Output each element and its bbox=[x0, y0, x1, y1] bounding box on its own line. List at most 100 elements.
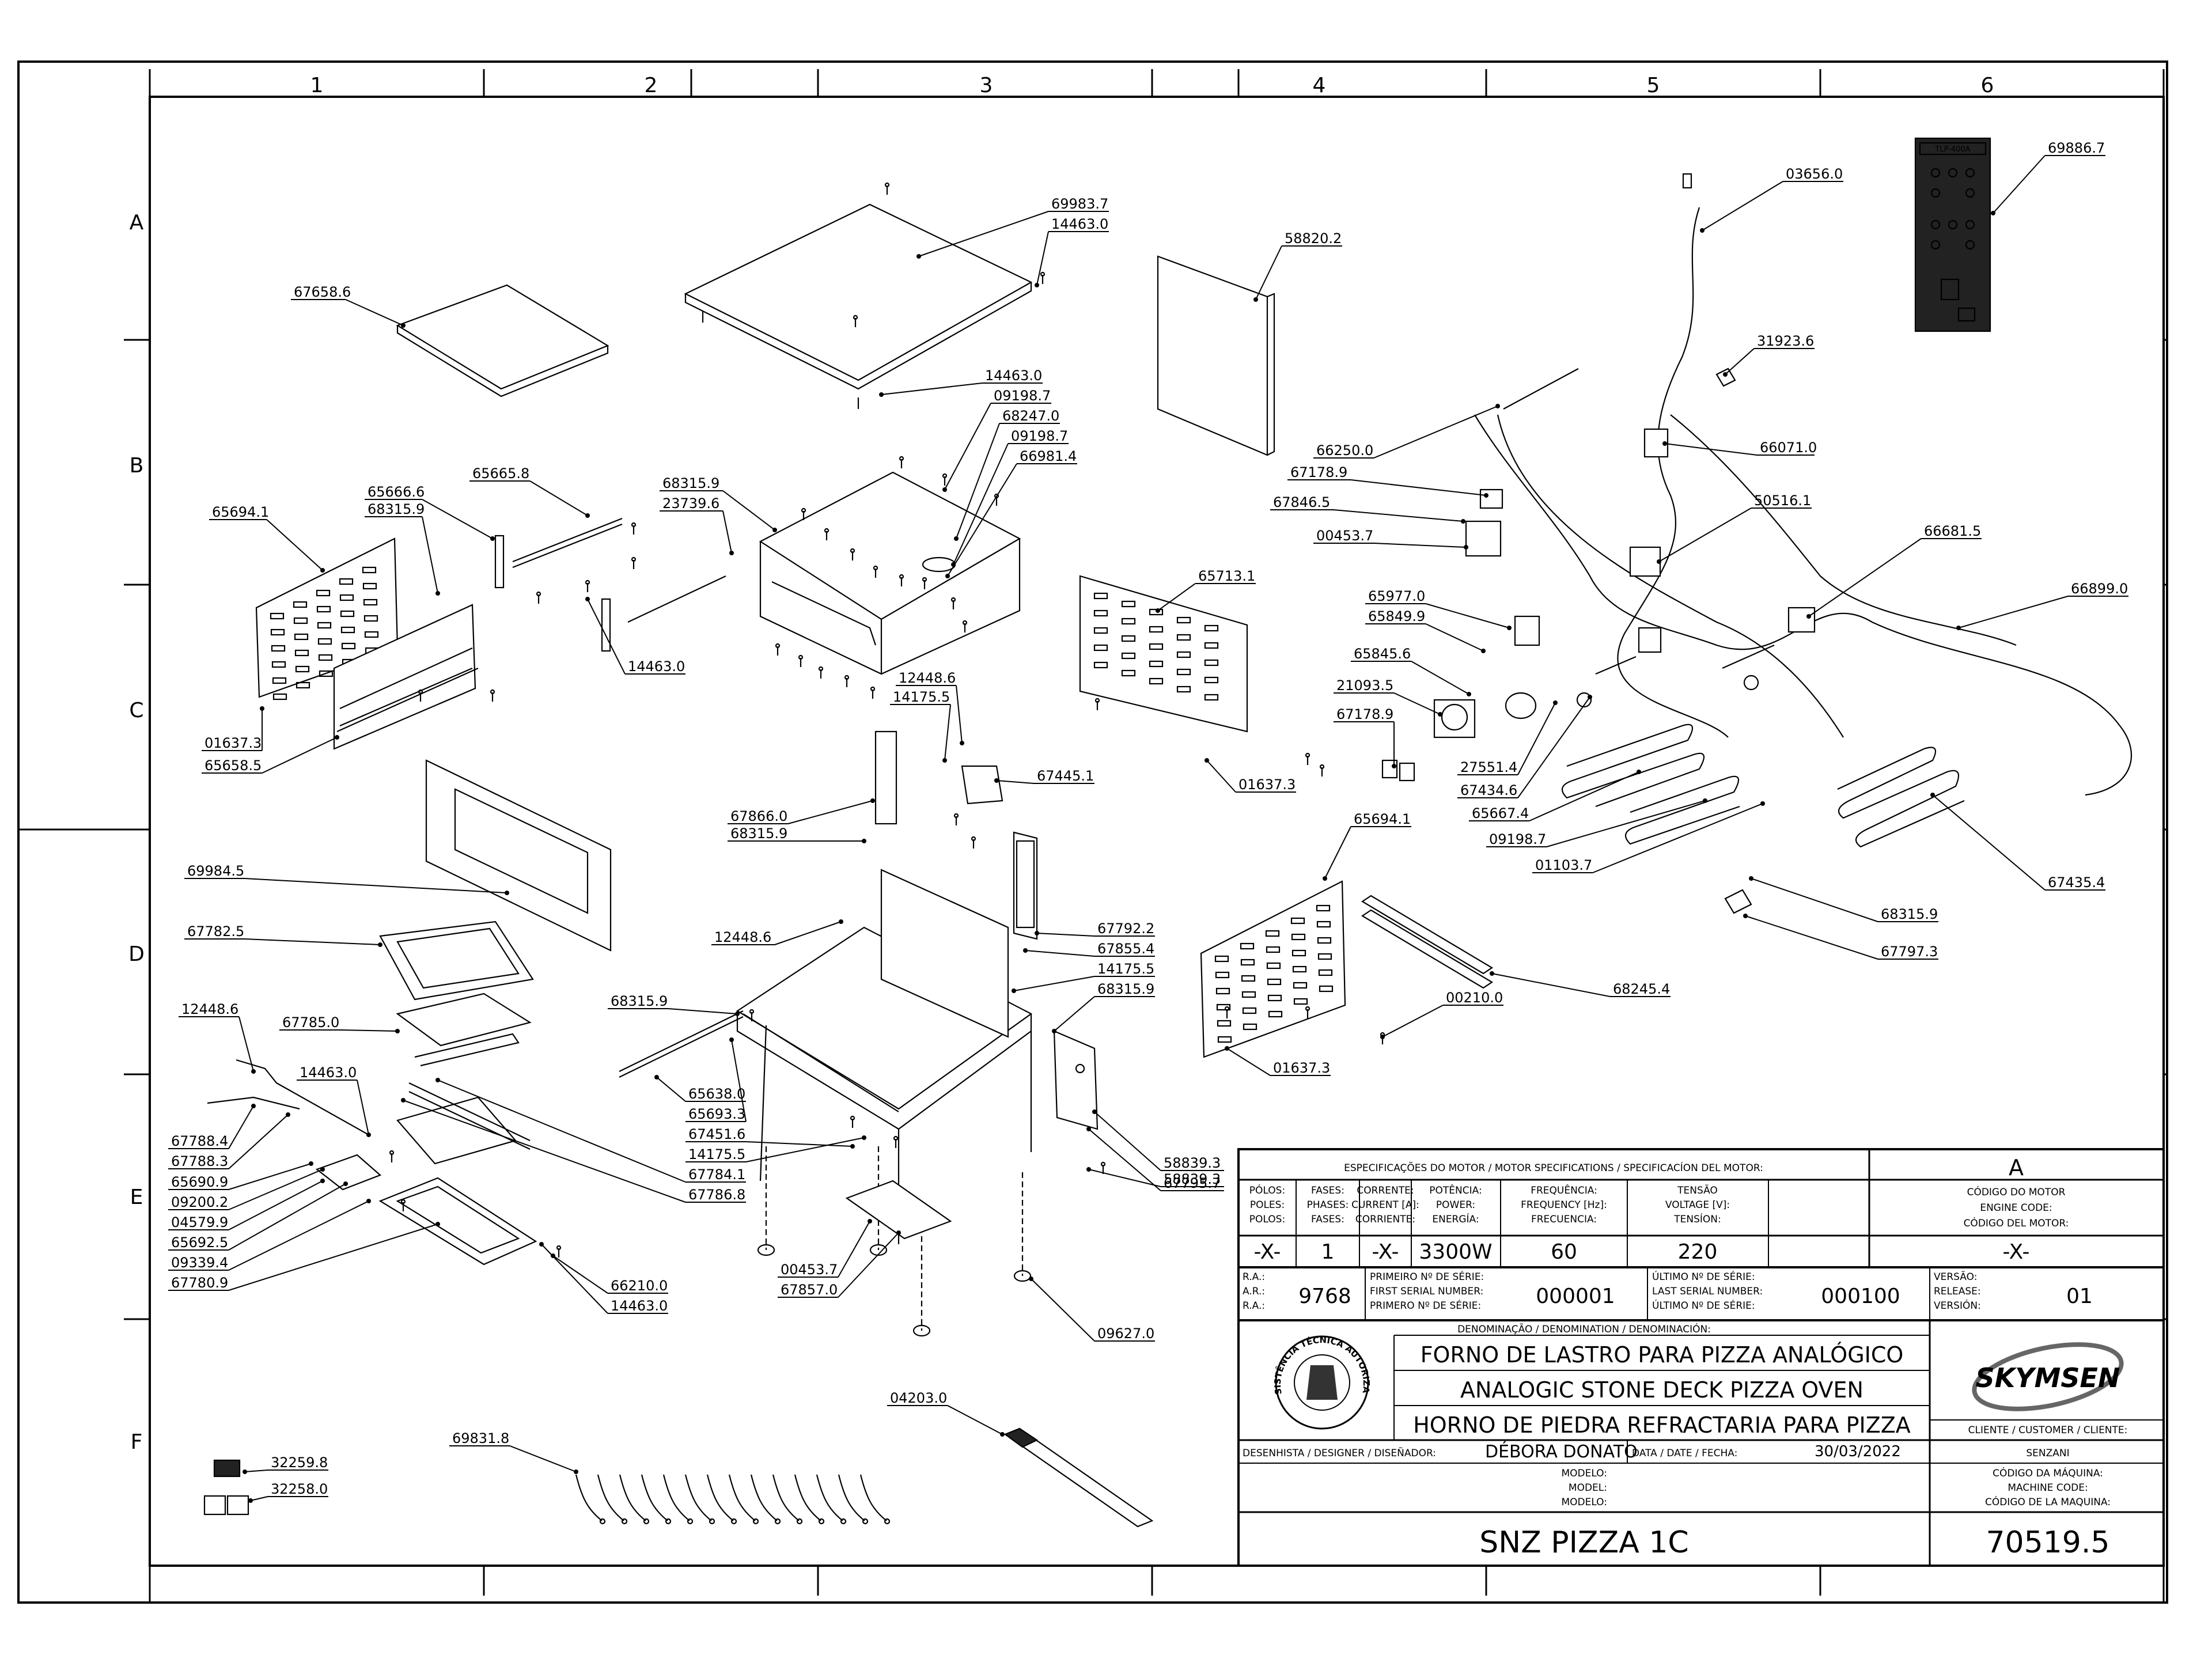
denomination-heading: DENOMINAÇÃO / DENOMINATION / DENOMINACIÓ… bbox=[1457, 1323, 1711, 1335]
foot-part bbox=[912, 1324, 931, 1337]
part-number-label: 09339.4 bbox=[171, 1255, 228, 1271]
part-number-label: 68315.9 bbox=[662, 475, 719, 491]
motor-header-text: ENERGÍA: bbox=[1432, 1213, 1479, 1225]
leader-lines bbox=[168, 155, 2128, 1503]
drawer-tray-part bbox=[378, 1177, 537, 1266]
motor-header-text: CORRENTE: bbox=[1357, 1185, 1414, 1196]
motor-header-text: FREQUENCY [Hz]: bbox=[1521, 1199, 1607, 1211]
motor-rev-letter: A bbox=[2009, 1155, 2024, 1180]
motor-header-text: CURRENT [A]: bbox=[1351, 1199, 1419, 1211]
version-label-pt: VERSÃO: bbox=[1934, 1270, 1977, 1283]
client-value: SENZANI bbox=[2026, 1448, 2069, 1459]
part-number-label: 01637.3 bbox=[1238, 777, 1296, 793]
part-number-label: 01103.7 bbox=[1535, 857, 1592, 873]
date-value: 30/03/2022 bbox=[1815, 1443, 1901, 1460]
part-number-label: 09198.7 bbox=[1011, 428, 1068, 444]
part-number-label: 68315.9 bbox=[730, 825, 787, 842]
model-label-en: MODEL: bbox=[1569, 1482, 1607, 1494]
part-number-label: 01637.3 bbox=[1273, 1060, 1330, 1076]
vent-slot bbox=[1293, 982, 1308, 989]
vent-slot bbox=[1121, 669, 1136, 677]
vent-slot bbox=[293, 601, 308, 608]
motor-header-text: FREQUÊNCIA: bbox=[1531, 1184, 1597, 1196]
vent-slot bbox=[364, 631, 379, 638]
model-label-pt: MODELO: bbox=[1561, 1468, 1607, 1479]
first-serial-label-en: FIRST SERIAL NUMBER: bbox=[1370, 1286, 1483, 1297]
vent-slot bbox=[341, 642, 356, 650]
part-number-label: 67797.3 bbox=[1881, 944, 1938, 960]
motor-header-text: PÓLOS: bbox=[1249, 1184, 1285, 1196]
first-serial-value: 000001 bbox=[1536, 1285, 1615, 1308]
part-number-label: 67784.1 bbox=[688, 1166, 745, 1183]
motor-current-value: -X- bbox=[1372, 1240, 1399, 1264]
vent-slot bbox=[1240, 942, 1255, 950]
ra-label-pt: R.A.: bbox=[1243, 1271, 1265, 1283]
vent-slot bbox=[1121, 635, 1136, 642]
part-number-label: 04579.9 bbox=[171, 1214, 228, 1230]
vent-slots-lower bbox=[1214, 904, 1334, 1043]
motor-header-text: POTÊNCIA: bbox=[1429, 1184, 1482, 1196]
part-number-label: 03656.0 bbox=[1786, 166, 1843, 182]
part-number-label: 67788.3 bbox=[171, 1153, 228, 1169]
part-number-label: 12448.6 bbox=[899, 670, 956, 686]
vent-slot bbox=[1204, 624, 1219, 632]
vent-slot bbox=[1093, 644, 1108, 652]
first-serial-label-pt: PRIMEIRO Nº DE SÉRIE: bbox=[1370, 1270, 1484, 1283]
vent-slot bbox=[1176, 651, 1191, 658]
top-cover-part bbox=[684, 203, 1033, 381]
vent-slot bbox=[294, 633, 309, 641]
vent-slot bbox=[1093, 609, 1108, 617]
control-panel-knobs: TLP-400A bbox=[1919, 142, 1987, 322]
part-number-label: 66681.5 bbox=[1924, 523, 1981, 539]
denomination-en: ANALOGIC STONE DECK PIZZA OVEN bbox=[1460, 1377, 1863, 1403]
vent-slot bbox=[318, 654, 333, 661]
part-number-label: 09198.7 bbox=[994, 388, 1051, 404]
part-number-label: 68245.4 bbox=[1613, 981, 1670, 997]
vent-slot bbox=[362, 582, 377, 590]
motor-header-text: POLES: bbox=[1250, 1199, 1285, 1211]
vent-slot bbox=[1149, 677, 1164, 685]
motor-frequency-value: 60 bbox=[1551, 1240, 1577, 1264]
vent-slot bbox=[1240, 959, 1255, 966]
grid-col-2: 2 bbox=[645, 74, 658, 97]
motor-header-text: VOLTAGE [V]: bbox=[1665, 1199, 1730, 1211]
part-number-label: 68247.0 bbox=[1002, 408, 1059, 424]
part-number-label: 67846.5 bbox=[1273, 494, 1330, 510]
vent-slot bbox=[1176, 616, 1191, 624]
date-label: DATA / DATE / FECHA: bbox=[1632, 1448, 1737, 1459]
engine-code-label-en: ENGINE CODE: bbox=[1980, 1202, 2052, 1214]
machine-code-label-pt: CÓDIGO DA MÁQUINA: bbox=[1993, 1467, 2103, 1479]
grid-row-D: D bbox=[128, 942, 145, 966]
part-number-label: 32259.8 bbox=[271, 1455, 328, 1471]
part-number-label: 14463.0 bbox=[611, 1298, 668, 1314]
vent-slot bbox=[1149, 643, 1164, 650]
vent-slot bbox=[1217, 1020, 1232, 1027]
model-label-es: MODELO: bbox=[1561, 1497, 1607, 1508]
part-number-label: 58820.2 bbox=[1285, 230, 1342, 247]
first-serial-label-es: PRIMERO Nº DE SÉRIE: bbox=[1370, 1299, 1481, 1312]
part-number-label: 01637.3 bbox=[204, 735, 262, 751]
part-number-label: 67658.6 bbox=[294, 284, 351, 300]
part-number-label: 69831.8 bbox=[452, 1430, 509, 1446]
vent-slot bbox=[339, 578, 354, 585]
machine-code-label-en: MACHINE CODE: bbox=[2008, 1482, 2088, 1494]
panel-model-label: TLP-400A bbox=[1934, 145, 1970, 154]
vent-slot bbox=[363, 599, 378, 606]
vent-slots-right bbox=[1093, 592, 1219, 701]
grid-row-E: E bbox=[130, 1185, 143, 1209]
part-number-label: 14175.5 bbox=[893, 689, 950, 705]
foot-part bbox=[869, 1244, 888, 1256]
vent-panel-right-part bbox=[1079, 575, 1248, 733]
vent-slot bbox=[1242, 1007, 1257, 1014]
part-number-label: 67855.4 bbox=[1097, 941, 1154, 957]
part-number-label: 68315.9 bbox=[1097, 981, 1154, 997]
part-number-label: 65849.9 bbox=[1368, 608, 1425, 624]
ra-label-en: A.R.: bbox=[1243, 1286, 1265, 1297]
heating-element-2 bbox=[1624, 775, 1740, 845]
vent-slot bbox=[271, 661, 286, 668]
vent-slot bbox=[1265, 930, 1280, 937]
stone-plate-part bbox=[396, 284, 609, 390]
machine-code-value: 70519.5 bbox=[1986, 1525, 2109, 1560]
part-number-label: 67866.0 bbox=[730, 808, 787, 824]
vent-slot bbox=[1149, 626, 1164, 633]
